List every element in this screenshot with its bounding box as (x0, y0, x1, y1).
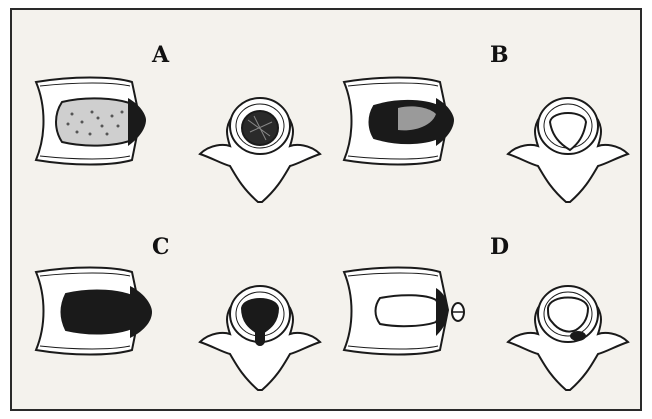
panel-label-c: C (152, 234, 170, 260)
panel-c-sagittal-view (32, 264, 152, 359)
panel-b-sagittal-view (340, 74, 460, 169)
figure-frame: A B C D (10, 8, 642, 411)
panel-d-sagittal-view (340, 264, 470, 359)
panel-a-axial-view (190, 80, 330, 210)
panel-d-axial-view (498, 268, 638, 398)
panel-a-sagittal-view (32, 74, 152, 169)
panel-b-axial-view (498, 80, 638, 210)
panel-c-axial-view (190, 268, 330, 398)
panel-label-a: A (152, 42, 169, 68)
panel-label-b: B (490, 42, 509, 68)
panel-label-d: D (490, 234, 509, 260)
